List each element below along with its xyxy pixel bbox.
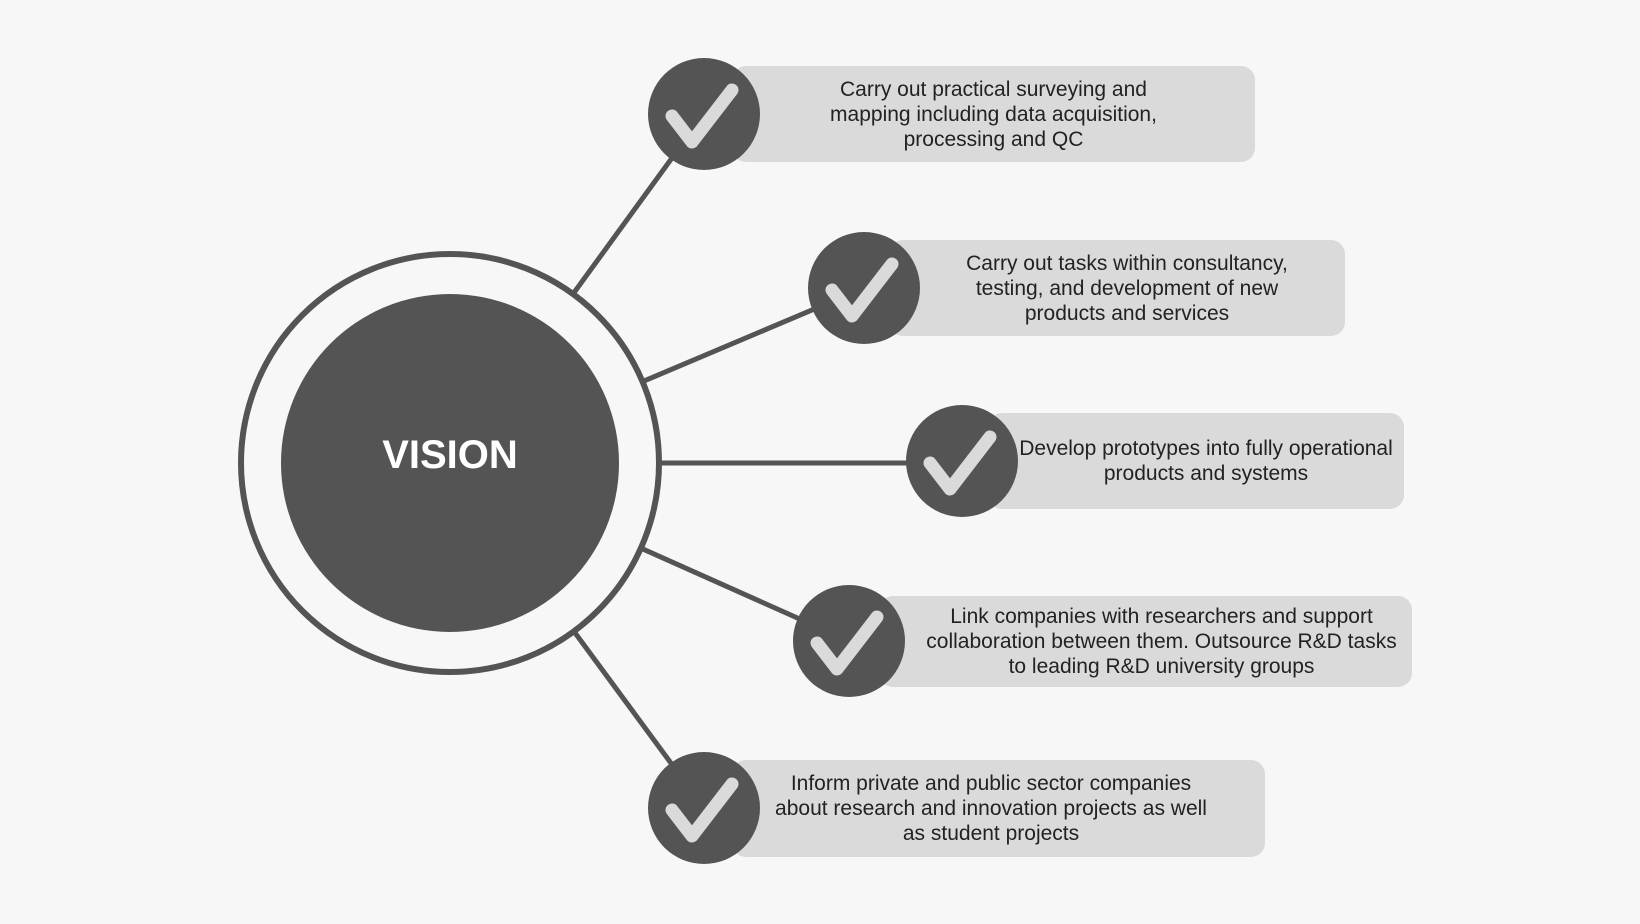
vision-item-5: Inform private and public sector compani… <box>732 760 1265 857</box>
check-icon <box>648 752 760 864</box>
check-icon <box>906 405 1018 517</box>
vision-label: VISION <box>382 432 518 477</box>
item-text: Link companies with researchers and supp… <box>926 605 1397 678</box>
check-icon <box>808 232 920 344</box>
item-text: Carry out tasks within consultancy, test… <box>966 251 1288 325</box>
item-text: Inform private and public sector compani… <box>775 772 1207 845</box>
check-icon <box>648 58 760 170</box>
item-text: Develop prototypes into fully operationa… <box>1019 437 1393 485</box>
vision-outer-ring <box>238 251 662 675</box>
vision-item-4: Link companies with researchers and supp… <box>879 596 1412 687</box>
check-icon <box>793 585 905 697</box>
item-text: Carry out practical surveying and mappin… <box>830 77 1157 151</box>
vision-item-3: Develop prototypes into fully operationa… <box>988 413 1404 509</box>
vision-item-1: Carry out practical surveying and mappin… <box>732 66 1255 162</box>
vision-center-circle: VISION <box>281 294 619 632</box>
vision-item-2: Carry out tasks within consultancy, test… <box>889 240 1345 336</box>
